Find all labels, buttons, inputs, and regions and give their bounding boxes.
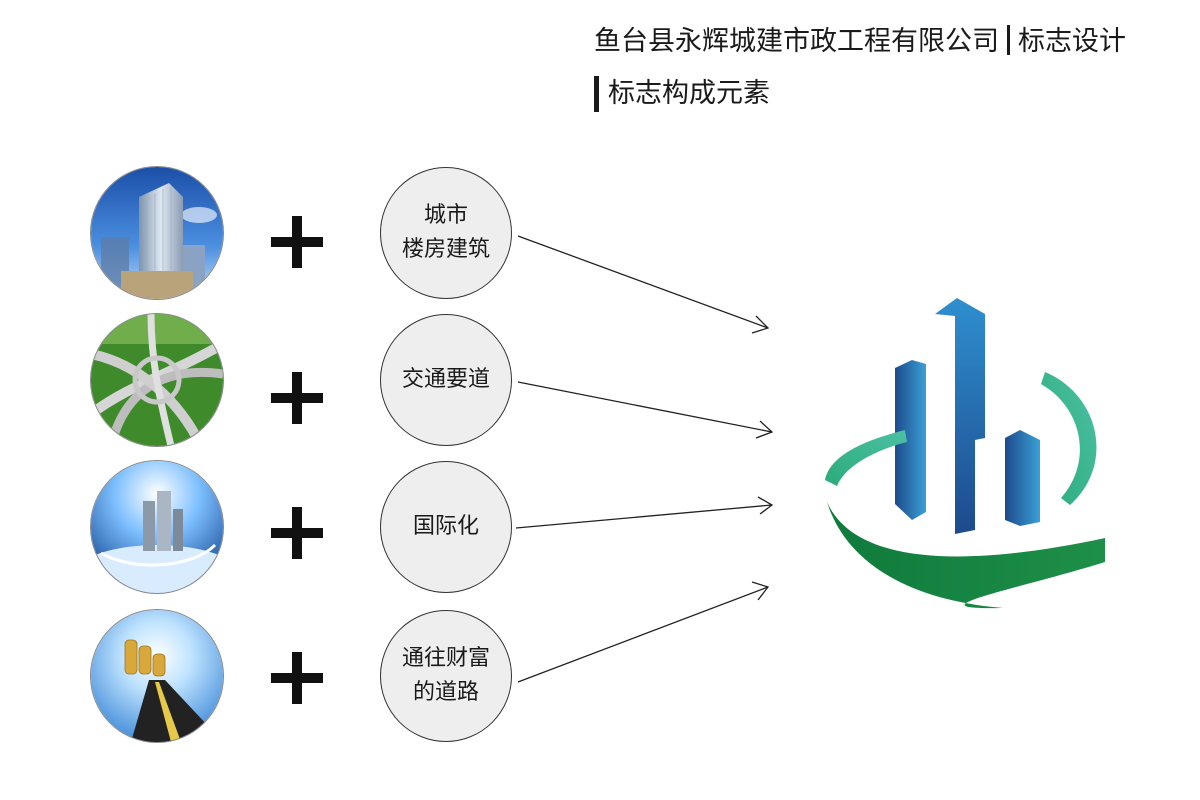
element-bubble-wealth-road: 通往财富 的道路 — [380, 610, 512, 742]
title-separator — [1007, 25, 1010, 55]
subtitle-line: 标志构成元素 — [594, 74, 770, 114]
header-title-line: 鱼台县永辉城建市政工程有限公司标志设计 — [594, 22, 1126, 62]
logo-building-center — [935, 298, 985, 534]
arrow-1 — [517, 235, 770, 334]
logo-teal-arc-right — [1041, 372, 1097, 505]
bubble-line: 国际化 — [412, 514, 479, 539]
arrow-3 — [515, 496, 774, 529]
arrow-2 — [517, 381, 774, 439]
arrow-4 — [517, 581, 770, 683]
bubble-line: 楼房建筑 — [401, 237, 490, 262]
subtitle-bar — [594, 76, 599, 112]
element-bubble-traffic: 交通要道 — [380, 314, 512, 446]
company-logo — [825, 298, 1105, 609]
highway-interchange-photo — [91, 314, 223, 446]
plus-icon — [271, 372, 323, 424]
plus-icon — [271, 507, 323, 559]
bubble-line: 通往财富 — [401, 646, 490, 671]
plus-icon — [271, 216, 323, 268]
plus-icon — [271, 652, 323, 704]
gold-coin-road-photo — [91, 610, 223, 742]
bubble-line: 的道路 — [412, 680, 479, 705]
element-bubble-buildings: 城市 楼房建筑 — [380, 167, 512, 299]
company-name: 鱼台县永辉城建市政工程有限公司 — [594, 26, 999, 57]
logo-building-left — [895, 360, 926, 520]
logo-building-right — [1005, 430, 1040, 526]
section-title: 标志设计 — [1018, 26, 1126, 57]
subtitle: 标志构成元素 — [608, 78, 770, 109]
bubble-line: 城市 — [423, 203, 468, 228]
globe-city-photo — [91, 461, 223, 593]
element-bubble-international: 国际化 — [380, 461, 512, 593]
logo-green-swoosh — [827, 502, 1105, 609]
bubble-line: 交通要道 — [401, 367, 490, 392]
logo-teal-arc-left — [825, 430, 907, 486]
